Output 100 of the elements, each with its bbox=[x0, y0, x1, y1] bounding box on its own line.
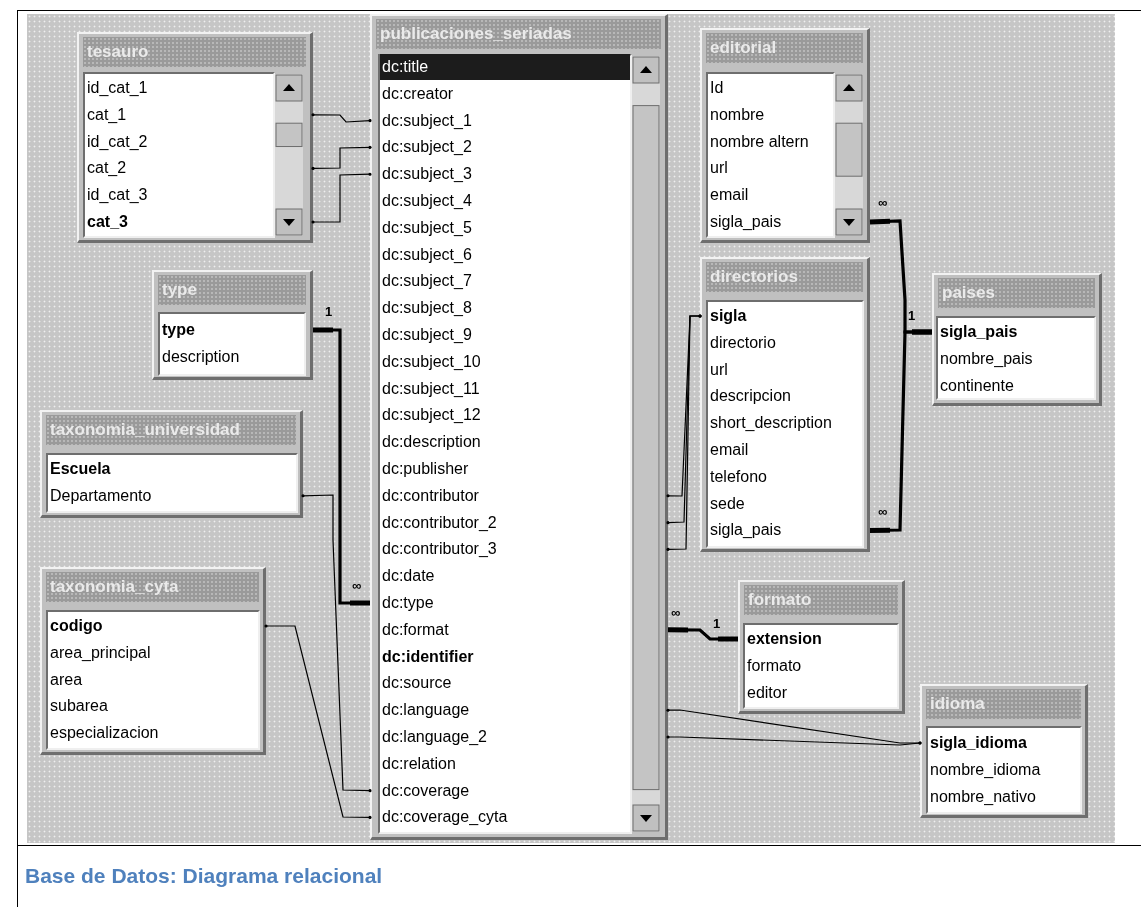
field-name: cat_2 bbox=[86, 158, 128, 179]
relationship-line bbox=[869, 329, 932, 533]
table-window bbox=[700, 28, 870, 243]
table-title: type bbox=[158, 275, 306, 305]
field-name: dc:contributor_3 bbox=[381, 539, 498, 560]
caption: Base de Datos: Diagrama relacional bbox=[25, 864, 383, 888]
field-name: dc:subject_9 bbox=[381, 325, 473, 345]
cardinality-mark: ∞ bbox=[352, 579, 362, 592]
field-name: dc:subject_4 bbox=[381, 191, 473, 211]
field-name: cat_3 bbox=[86, 212, 129, 232]
field-name: descripcion bbox=[709, 386, 792, 407]
relationship-line bbox=[666, 708, 922, 745]
field-name: dc:creator bbox=[381, 83, 455, 104]
field-name: sigla_pais bbox=[709, 212, 783, 232]
field-name: dc:subject_6 bbox=[381, 244, 473, 265]
table-title: idioma bbox=[926, 689, 1081, 719]
field-name: url bbox=[709, 158, 729, 179]
field-name: dc:title bbox=[380, 54, 630, 80]
field-name: dc:date bbox=[381, 566, 436, 587]
table-window bbox=[738, 580, 905, 714]
field-name: dc:subject_12 bbox=[381, 405, 482, 426]
cardinality-mark: ∞ bbox=[878, 196, 888, 209]
relationship-line bbox=[311, 113, 372, 123]
field-name: nombre altern bbox=[709, 131, 810, 152]
field-name: dc:subject_5 bbox=[381, 217, 473, 238]
field-name: codigo bbox=[49, 616, 104, 636]
field-name: description bbox=[161, 346, 241, 367]
field-name: area_principal bbox=[49, 642, 152, 663]
field-name: area bbox=[49, 669, 84, 690]
relationship-line bbox=[311, 172, 372, 224]
cardinality-mark: 1 bbox=[325, 305, 333, 318]
cardinality-mark: ∞ bbox=[671, 606, 681, 619]
table-window bbox=[40, 567, 266, 755]
table-window bbox=[700, 257, 870, 552]
field-name: sigla_pais bbox=[939, 322, 1019, 342]
field-name: type bbox=[161, 320, 196, 340]
field-name: dc:identifier bbox=[381, 646, 475, 667]
field-name: dc:coverage bbox=[381, 780, 471, 801]
relationship-line bbox=[311, 145, 372, 170]
field-name: id_cat_3 bbox=[86, 185, 149, 206]
field-name: dc:format bbox=[381, 619, 450, 640]
field-name: email bbox=[709, 185, 750, 206]
field-name: dc:description bbox=[381, 432, 482, 453]
field-name: dc:contributor bbox=[381, 485, 480, 506]
field-name: Id bbox=[709, 78, 725, 98]
table-title: editorial bbox=[706, 33, 863, 63]
field-name: dc:language bbox=[381, 700, 471, 721]
field-name: extension bbox=[746, 629, 823, 649]
field-name: sigla_idioma bbox=[929, 733, 1028, 753]
field-name: continente bbox=[939, 375, 1015, 396]
field-name: dc:publisher bbox=[381, 459, 470, 479]
field-name: nombre bbox=[709, 104, 766, 125]
table-title: taxonomia_universidad bbox=[46, 415, 296, 445]
field-name: dc:coverage_cyta bbox=[381, 807, 509, 828]
field-name: dc:subject_10 bbox=[381, 351, 482, 372]
field-name: sede bbox=[709, 493, 746, 514]
cardinality-mark: ∞ bbox=[878, 505, 888, 518]
field-name: id_cat_1 bbox=[86, 78, 149, 98]
table-title: taxonomia_cyta bbox=[46, 572, 259, 602]
field-name: Departamento bbox=[49, 485, 153, 506]
relationship-line bbox=[301, 494, 372, 793]
field-name: dc:contributor_2 bbox=[381, 512, 498, 533]
field-name: email bbox=[709, 440, 750, 460]
field-name: editor bbox=[746, 682, 789, 703]
field-name: dc:source bbox=[381, 673, 453, 694]
field-name: directorio bbox=[709, 332, 777, 353]
field-name: subarea bbox=[49, 696, 109, 717]
field-name: id_cat_2 bbox=[86, 131, 149, 152]
field-name: short_description bbox=[709, 413, 833, 434]
field-name: formato bbox=[746, 655, 803, 676]
relationship-line bbox=[666, 735, 922, 746]
field-name: url bbox=[709, 359, 729, 380]
cardinality-mark: 1 bbox=[713, 617, 721, 630]
field-name: dc:relation bbox=[381, 753, 457, 774]
field-name: nombre_idioma bbox=[929, 759, 1042, 780]
table-window bbox=[932, 273, 1102, 406]
field-name: Escuela bbox=[49, 459, 112, 479]
cardinality-mark: 1 bbox=[908, 309, 916, 322]
field-name: dc:subject_2 bbox=[381, 137, 473, 158]
field-name: nombre_nativo bbox=[929, 786, 1037, 807]
field-name: dc:language_2 bbox=[381, 727, 488, 747]
field-name: cat_1 bbox=[86, 104, 128, 125]
field-name: sigla bbox=[709, 306, 748, 326]
relationship-line bbox=[313, 327, 370, 606]
field-name: nombre_pais bbox=[939, 348, 1034, 369]
table-title: formato bbox=[744, 585, 898, 615]
field-name: dc:subject_8 bbox=[381, 298, 473, 319]
field-name: dc:subject_3 bbox=[381, 164, 473, 185]
table-title: publicaciones_seriadas bbox=[376, 19, 661, 49]
table-window bbox=[40, 410, 303, 518]
relationship-line bbox=[264, 624, 372, 819]
table-title: paises bbox=[938, 278, 1095, 308]
field-name: dc:subject_7 bbox=[381, 271, 473, 292]
field-name: especializacion bbox=[49, 723, 160, 744]
table-window bbox=[77, 32, 313, 243]
table-title: directorios bbox=[706, 262, 863, 292]
table-window bbox=[920, 684, 1088, 818]
field-name: dc:subject_11 bbox=[381, 378, 481, 399]
field-name: telefono bbox=[709, 466, 768, 487]
table-window bbox=[370, 14, 668, 840]
